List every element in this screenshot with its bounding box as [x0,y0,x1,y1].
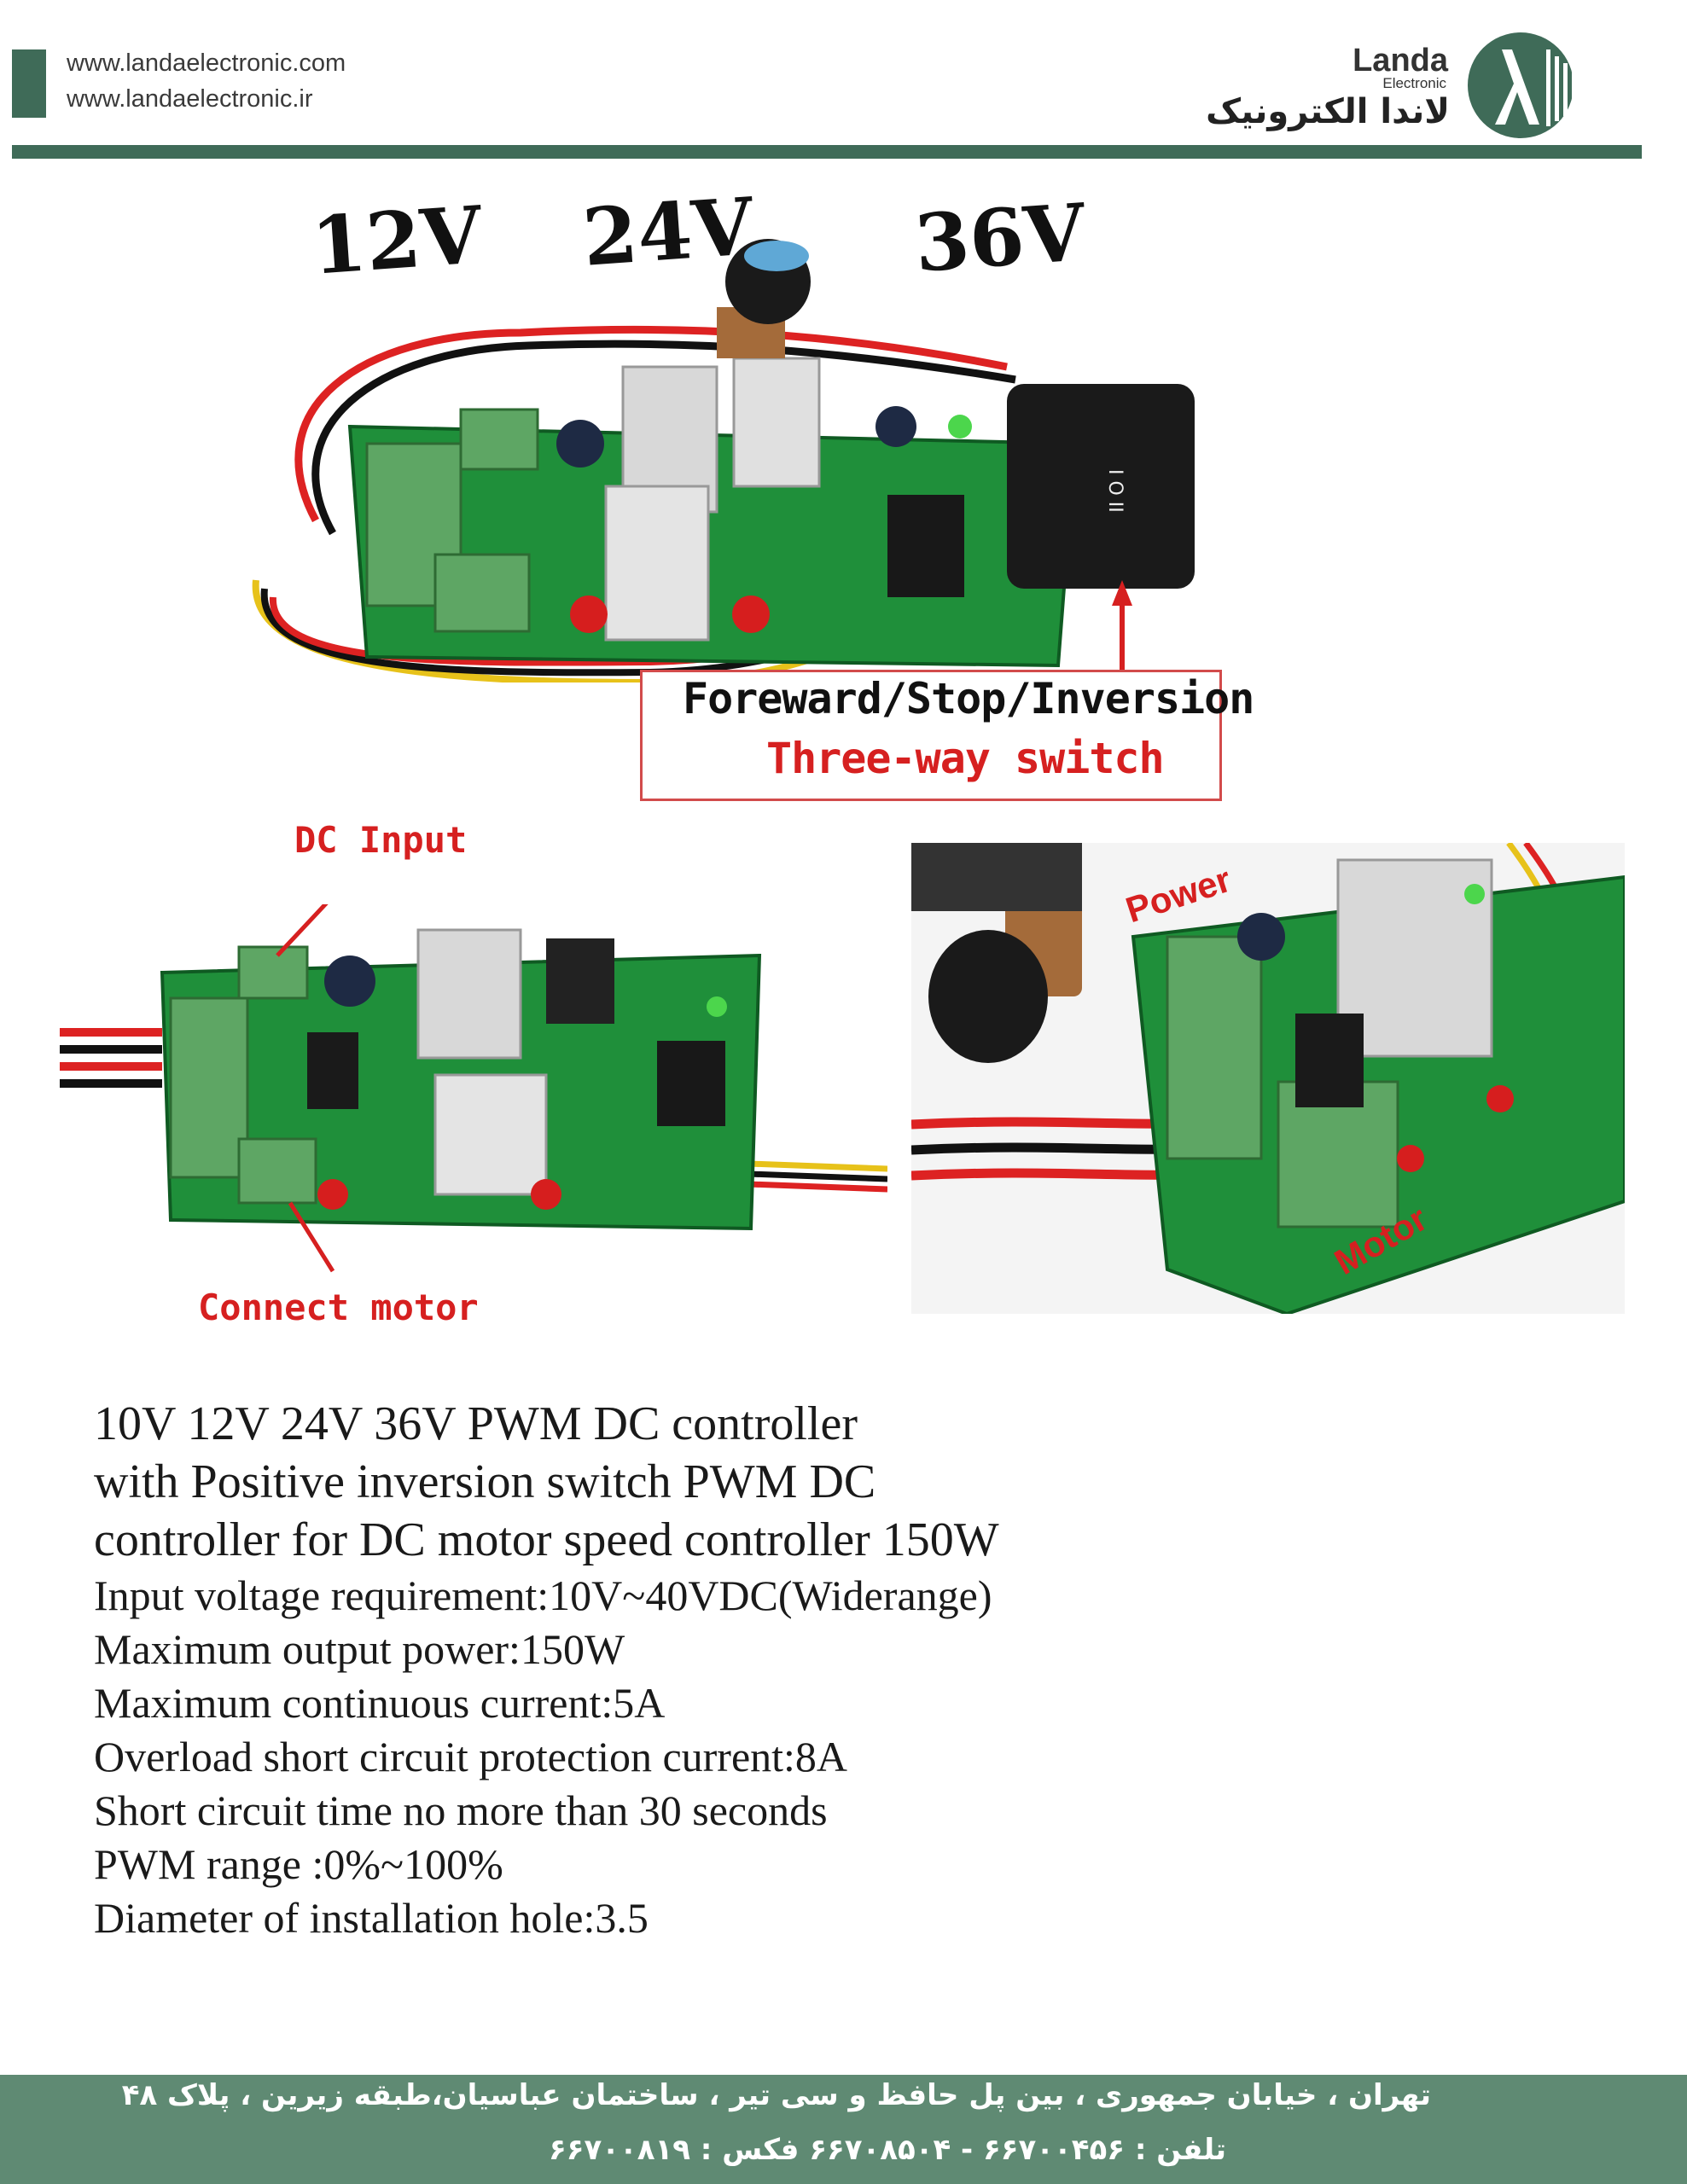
product-title-line: controller for DC motor speed controller… [94,1513,999,1566]
landa-lambda-logo [1468,32,1585,138]
website-url-com[interactable]: www.landaelectronic.com [67,49,346,77]
spec-short-circuit-time: Short circuit time no more than 30 secon… [94,1786,828,1834]
brand-name-persian: لاندا الکترونیک [1206,92,1450,131]
footer-bar [0,2075,1687,2184]
right-product-photo [911,843,1625,1314]
connect-motor-label: Connect motor [198,1287,479,1328]
spec-hole-diameter: Diameter of installation hole:3.5 [94,1894,649,1942]
header-accent-bar [12,49,46,118]
spec-max-continuous-current: Maximum continuous current:5A [94,1679,666,1727]
product-title-line: 10V 12V 24V 36V PWM DC controller [94,1397,858,1450]
switch-modes-label: Foreward/Stop/Inversion [683,674,1254,723]
spec-max-output-power: Maximum output power:150W [94,1625,625,1673]
product-title-line: with Positive inversion switch PWM DC [94,1455,876,1508]
switch-callout-box [640,670,1222,801]
footer-phone-fax: تلفن : ۶۶۷۰۰۴۵۶ - ۶۶۷۰۸۵۰۴ فکس : ۶۶۷۰۰۸۱… [548,2133,1226,2167]
left-product-photo [60,904,887,1273]
switch-type-label: Three-way switch [766,734,1165,783]
top-product-photo: I O II [252,239,1195,682]
website-url-ir[interactable]: www.landaelectronic.ir [67,85,313,113]
spec-block: 10V 12V 24V 36V PWM DC controller with P… [94,1395,999,1945]
voltage-label-12v: 12V [308,189,485,293]
header-divider [12,145,1642,159]
brand-name: Landa [1353,43,1448,78]
brand-subtitle: Electronic [1382,75,1446,91]
dc-input-label: DC Input [294,819,468,861]
svg-text:I O II: I O II [1104,469,1126,513]
spec-input-voltage: Input voltage requirement:10V~40VDC(Wide… [94,1571,992,1619]
voltage-label-36v: 36V [911,186,1088,290]
footer-address: تهران ، خیابان جمهوری ، بین پل حافظ و سی… [121,2078,1431,2112]
voltage-label-24v: 24V [579,180,756,284]
spec-pwm-range: PWM range :0%~100% [94,1840,503,1888]
spec-overload-protection: Overload short circuit protection curren… [94,1733,848,1780]
